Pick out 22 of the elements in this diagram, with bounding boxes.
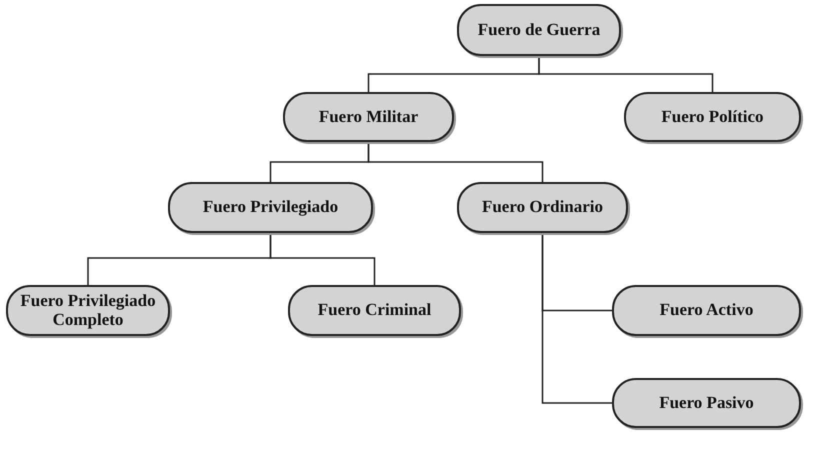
- rounded-box: [288, 285, 461, 336]
- connector-line: [542, 233, 612, 404]
- rounded-box: [457, 182, 628, 233]
- rounded-box: [283, 92, 454, 142]
- node-label: Fuero de Guerra: [476, 20, 602, 40]
- rounded-box: [624, 92, 801, 142]
- node-label: Fuero Privilegiado: [202, 198, 340, 217]
- node-label: Fuero Criminal: [316, 301, 432, 320]
- node-label: Fuero Pasivo: [658, 394, 755, 412]
- rounded-box: [457, 4, 621, 56]
- rounded-box: [612, 378, 801, 428]
- connector-line: [538, 56, 714, 92]
- node-label: Fuero Ordinario: [480, 198, 604, 217]
- node-label: Fuero Político: [660, 108, 765, 126]
- connector-line: [270, 233, 376, 285]
- connector-line: [368, 142, 544, 182]
- rounded-box: [612, 285, 801, 336]
- node-label: Fuero Activo: [658, 301, 754, 320]
- rounded-box: [168, 182, 373, 233]
- node-label: Fuero Militar: [318, 108, 420, 126]
- rounded-box: [6, 285, 170, 336]
- node-label: Fuero Privilegiado Completo: [19, 292, 157, 330]
